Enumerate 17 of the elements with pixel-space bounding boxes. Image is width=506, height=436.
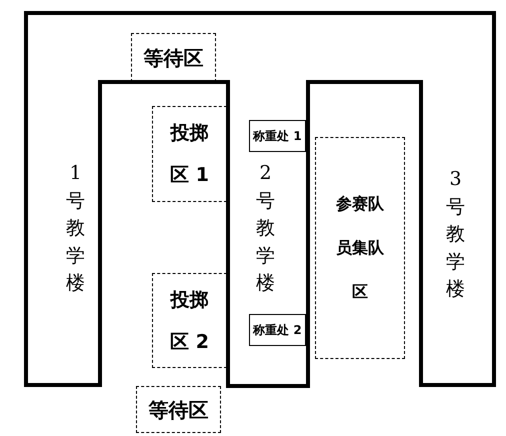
building-label: 1号教学楼 — [66, 161, 85, 296]
zone-label: 等待区 — [142, 44, 204, 70]
zone-label: 称重处 1 — [252, 128, 303, 144]
zone-label: 等待区 — [148, 396, 210, 422]
zone-label: 参赛队员集队区 — [335, 193, 385, 303]
weighing-station-box — [249, 120, 306, 152]
zone-box — [152, 106, 227, 202]
building-label: 2号教学楼 — [256, 161, 275, 296]
zone-box — [152, 273, 227, 368]
zone-label: 投掷区 2 — [169, 288, 210, 354]
zone-box — [315, 137, 405, 359]
zone-label: 投掷区 1 — [169, 121, 210, 188]
building-label: 3号教学楼 — [446, 167, 465, 302]
zone-label: 称重处 2 — [252, 322, 303, 338]
zone-box — [131, 33, 216, 82]
weighing-station-box — [249, 314, 306, 346]
zone-box — [136, 386, 221, 433]
